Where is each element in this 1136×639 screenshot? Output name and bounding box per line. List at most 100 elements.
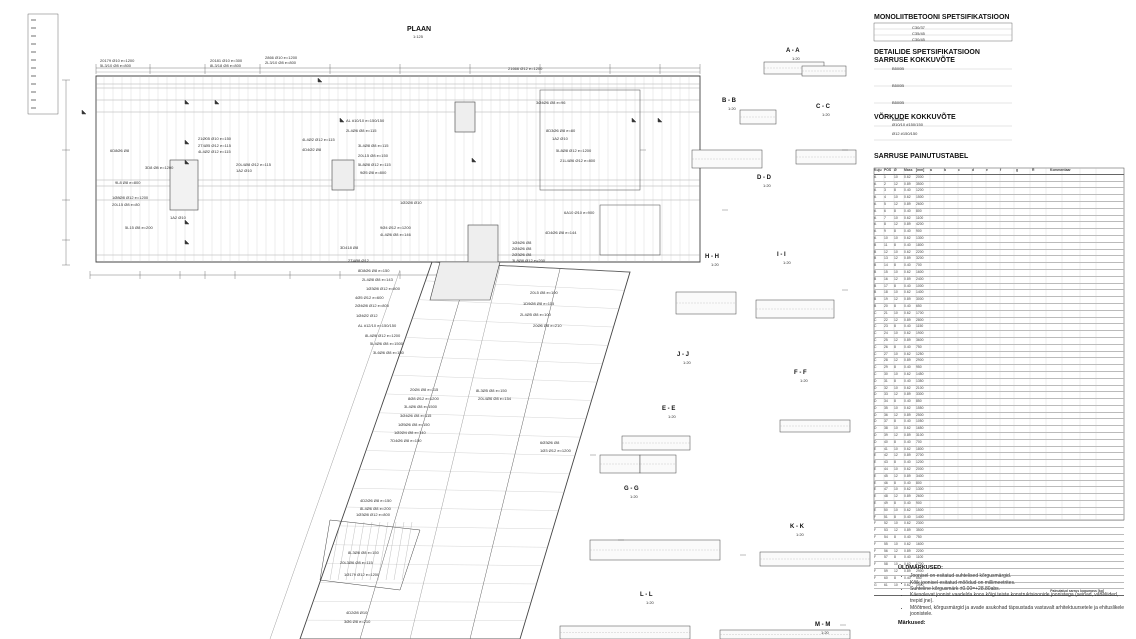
table-cell: 1700 xyxy=(916,562,924,567)
table-cell: 1700 xyxy=(916,310,924,315)
table-cell: C xyxy=(874,371,877,376)
table-cell: 8 xyxy=(894,283,896,288)
table-cell: 1500 xyxy=(916,195,924,200)
table-cell: 0.40 xyxy=(904,555,911,560)
table-header-cell: g xyxy=(1016,168,1019,172)
section-title: J - J xyxy=(677,352,690,358)
table-cell: C xyxy=(874,365,877,370)
table-cell: 0.62 xyxy=(904,467,911,472)
table-cell: 8 xyxy=(894,575,896,580)
table-cell: 25 xyxy=(884,337,888,342)
drawing-rect xyxy=(454,101,476,133)
table-cell: 0.62 xyxy=(904,269,911,274)
table-cell: 59 xyxy=(884,569,888,574)
table-cell: 42 xyxy=(884,453,888,458)
table-cell: 12 xyxy=(894,276,898,281)
table-cell: 2300 xyxy=(916,521,924,526)
table-cell: 10 xyxy=(894,351,898,356)
drawing-rect xyxy=(467,224,499,266)
drawing-outline xyxy=(319,519,421,591)
section-scale: 1:20 xyxy=(783,260,791,265)
section-scale: 1:20 xyxy=(763,183,771,188)
table-cell: 2700 xyxy=(916,453,924,458)
table-cell: 0.89 xyxy=(904,412,911,417)
drawing-line xyxy=(332,544,548,548)
table-cell: 10 xyxy=(894,507,898,512)
rebar-label: 2T4Ø5 Ø12 e=115 xyxy=(198,143,231,148)
bending-table-footer: Painutatud sarrus kogumass [kg] xyxy=(874,589,1124,597)
table-cell: 0.40 xyxy=(904,324,911,329)
table-cell: 12 xyxy=(894,528,898,533)
table-cell: 2400 xyxy=(916,276,924,281)
spec-row: Ø12 #150/150 xyxy=(892,131,918,136)
rebar-label: 7D4Ø6 Ø8 e=150 xyxy=(390,438,422,443)
table-cell: 8 xyxy=(894,188,896,193)
table-cell: B xyxy=(874,283,877,288)
drawing-rect xyxy=(331,159,355,191)
section-scale: 1:20 xyxy=(668,414,676,419)
table-cell: 650 xyxy=(916,575,922,580)
table-cell: A xyxy=(874,208,877,213)
table-cell: 20 xyxy=(884,303,888,308)
drawing-outline xyxy=(317,77,323,83)
drawing-line xyxy=(359,263,471,639)
rebar-label: 3D418 Ø8 xyxy=(340,245,359,250)
table-cell: 1600 xyxy=(916,269,924,274)
table-cell: A xyxy=(874,195,877,200)
table-cell: 12 xyxy=(894,453,898,458)
table-cell: B xyxy=(874,263,877,268)
rebar-label: 2L3/10 Ø8 e=800 xyxy=(265,60,297,65)
rebar-label: 1Ø2Ø8 Ø10 xyxy=(400,200,422,205)
drawing-outline xyxy=(471,157,477,163)
table-cell: 1150 xyxy=(916,324,924,329)
table-cell: 40 xyxy=(884,439,888,444)
rebar-label: 4L4Ø2 Ø12 e=115 xyxy=(198,149,231,154)
table-cell: A xyxy=(874,174,877,179)
table-cell: 2000 xyxy=(916,467,924,472)
rebar-label: 3L4Ø8 Ø8 e=115 xyxy=(358,143,389,148)
table-cell: 12 xyxy=(894,392,898,397)
table-cell: 0.89 xyxy=(904,297,911,302)
table-cell: 0.62 xyxy=(904,426,911,431)
table-cell: 8 xyxy=(894,242,896,247)
drawing-line xyxy=(385,393,592,401)
table-cell: 0.89 xyxy=(904,276,911,281)
table-cell: F xyxy=(874,548,877,553)
table-cell: 10 xyxy=(894,582,898,587)
table-cell: 12 xyxy=(894,412,898,417)
section-scale: 1:20 xyxy=(821,630,829,635)
table-cell: 0.40 xyxy=(904,365,911,370)
rebar-label: 6A10 Ø10 e=900 xyxy=(564,210,595,215)
table-cell: 30 xyxy=(884,371,888,376)
drawing-rect xyxy=(599,204,661,256)
table-header-cell: b xyxy=(944,168,947,172)
drawing-outline xyxy=(299,261,631,639)
table-cell: 1350 xyxy=(916,378,924,383)
table-cell: 10 xyxy=(894,467,898,472)
table-cell: 46 xyxy=(884,480,888,485)
mesh-summary-title: VÕRKUDE KOKKUVÕTE xyxy=(874,114,956,121)
table-cell: 10 xyxy=(894,541,898,546)
rebar-label: 3L8Ø8 Ø12 e=200 xyxy=(512,258,546,263)
note-item: Käesolevat joonist vaadelda koos kõigi t… xyxy=(910,592,1128,605)
table-cell: 900 xyxy=(916,501,922,506)
table-cell: 22 xyxy=(884,317,888,322)
rebar-label: 2L4Ø8 Ø8 e=143 xyxy=(362,277,393,282)
rebar-label: 1Ø3Ø8 Ø12 e=800 xyxy=(356,512,390,517)
table-cell: 0.40 xyxy=(904,460,911,465)
drawing-line xyxy=(306,620,526,621)
table-cell: 1100 xyxy=(916,555,924,560)
